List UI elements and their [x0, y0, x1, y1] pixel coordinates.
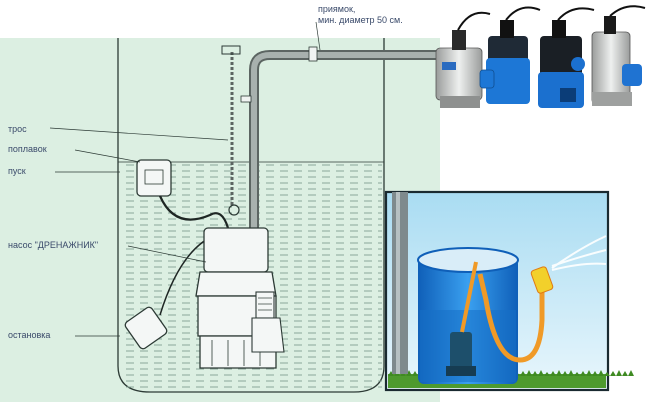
float-label: поплавок: [8, 144, 47, 154]
leader-float: [74, 149, 141, 163]
float-switch-start: [136, 159, 172, 197]
stop-label: остановка: [8, 330, 51, 340]
cable-hook: [221, 45, 241, 55]
blue-black-pump: [538, 7, 595, 108]
sump-wall: [117, 38, 385, 393]
inset-nozzle: [530, 266, 554, 294]
blue-pump: [479, 6, 541, 104]
inset-pump: [450, 332, 472, 372]
leader-sump: [315, 21, 321, 51]
leader-pump: [127, 245, 207, 263]
cable-ring: [228, 204, 240, 216]
sump-diameter-label: мин. диаметр 50 см.: [318, 15, 403, 25]
pump-label: насос "ДРЕНАЖНИК": [8, 240, 99, 250]
silver-pump: [435, 11, 491, 108]
float-switch-stop: [124, 306, 168, 350]
cable-label: трос: [8, 124, 27, 134]
pipe-clamp: [308, 46, 318, 62]
drainage-pump: [195, 227, 285, 369]
product-photo: [435, 5, 646, 108]
inset-illustration: [384, 190, 634, 392]
inset-spray: [551, 235, 607, 271]
inset-hose: [477, 273, 545, 363]
sump-label: приямок,: [318, 4, 356, 14]
float-cable-start: [158, 195, 230, 229]
silver-blue-pump: [591, 5, 646, 106]
leader-cable: [49, 127, 229, 141]
start-label: пуск: [8, 166, 26, 176]
